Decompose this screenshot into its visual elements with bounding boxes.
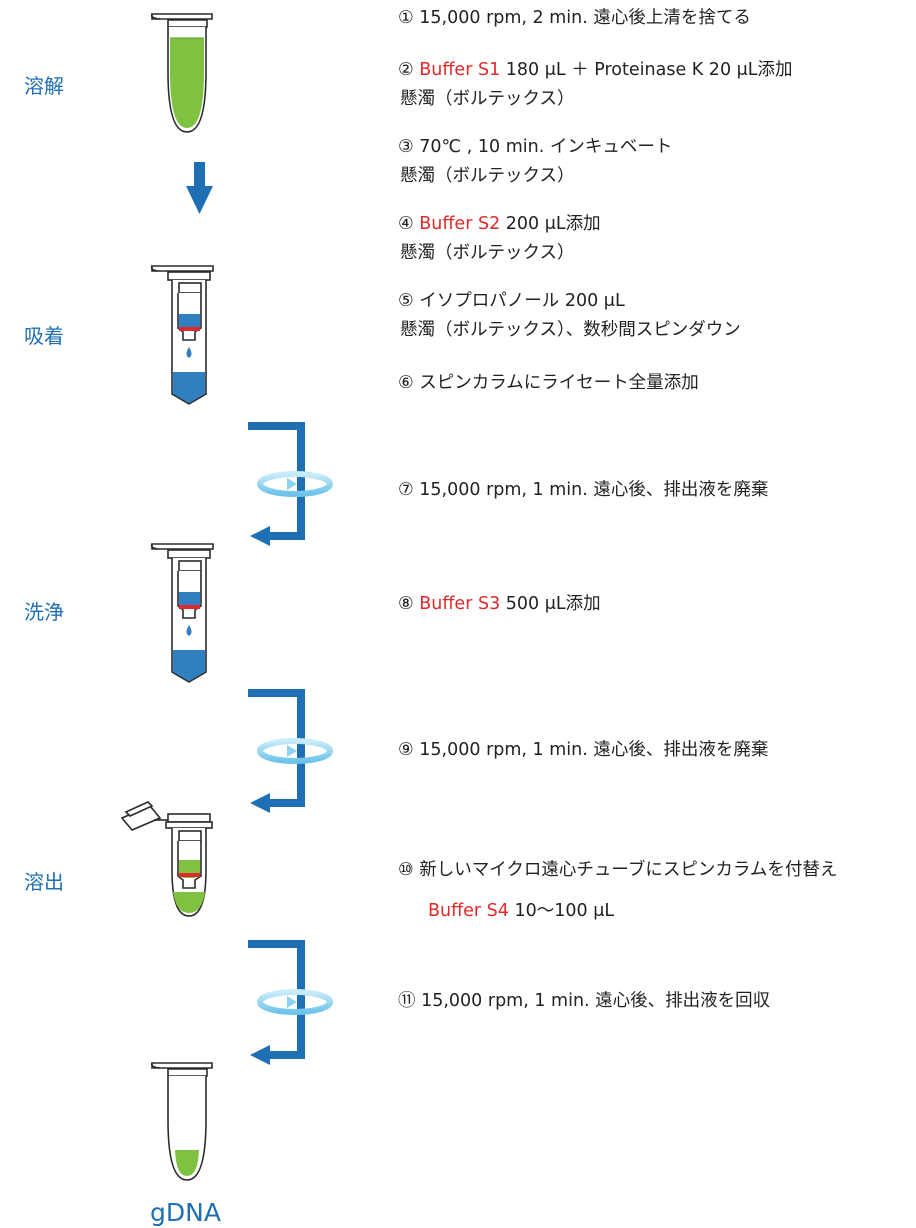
step-number: ⑧ (398, 594, 414, 614)
stage-label-wash: 洗浄 (24, 600, 64, 624)
centrifuge-icon (248, 940, 333, 1065)
stage-label-elution: 溶出 (24, 870, 64, 894)
step-text: 10〜100 μL (514, 901, 615, 921)
step-text: イソプロパノール 200 μL (419, 291, 625, 311)
step-number: ⑤ (398, 291, 414, 311)
step-5: ⑤ イソプロパノール 200 μL 懸濁（ボルテックス）、数秒間スピンダウン (398, 287, 741, 345)
reagent-name: Buffer S2 (419, 214, 501, 234)
centrifuge-icon (248, 422, 333, 546)
step-text: 懸濁（ボルテックス）、数秒間スピンダウン (400, 320, 741, 340)
gdna-tube-icon (150, 1062, 213, 1181)
step-3: ③ 70℃ , 10 min. インキュベート 懸濁（ボルテックス） (398, 133, 672, 191)
step-text: 15,000 rpm, 1 min. 遠心後、排出液を廃棄 (419, 740, 769, 760)
stage-label-lysis: 溶解 (24, 74, 64, 98)
step-text: 15,000 rpm, 1 min. 遠心後、排出液を廃棄 (419, 480, 769, 500)
lysis-tube-icon (150, 13, 213, 133)
step-number: ⑪ (398, 991, 416, 1011)
step-text: 15,000 rpm, 1 min. 遠心後、排出液を回収 (421, 991, 771, 1011)
step-text: 70℃ , 10 min. インキュベート (419, 137, 673, 157)
product-label: gDNA (150, 1198, 221, 1227)
step-text: 180 μL ＋ Proteinase K 20 μL添加 (505, 60, 793, 80)
reagent-name: Buffer S3 (419, 594, 501, 614)
step-number: ⑨ (398, 740, 414, 760)
reagent-name: Buffer S4 (428, 901, 509, 921)
step-6: ⑥ スピンカラムにライセート全量添加 (398, 369, 699, 398)
step-8: ⑧ Buffer S3 500 μL添加 (398, 590, 601, 619)
step-7: ⑦ 15,000 rpm, 1 min. 遠心後、排出液を廃棄 (398, 476, 768, 505)
step-number: ② (398, 60, 414, 80)
step-number: ⑩ (398, 860, 414, 880)
step-text: 200 μL添加 (505, 214, 601, 234)
binding-spin-column-icon (150, 265, 214, 405)
step-number: ⑥ (398, 373, 414, 393)
wash-spin-column-icon (150, 543, 214, 683)
step-number: ③ (398, 137, 414, 157)
step-10: ⑩ 新しいマイクロ遠心チューブにスピンカラムを付替え (398, 856, 837, 885)
elution-tube-icon (120, 801, 213, 917)
step-11: ⑪ 15,000 rpm, 1 min. 遠心後、排出液を回収 (398, 987, 770, 1016)
reagent-name: Buffer S1 (419, 60, 501, 80)
step-4: ④ Buffer S2 200 μL添加 懸濁（ボルテックス） (398, 210, 601, 268)
step-number: ④ (398, 214, 414, 234)
step-text: スピンカラムにライセート全量添加 (419, 373, 699, 393)
step-1: ① 15,000 rpm, 2 min. 遠心後上清を捨てる (398, 4, 751, 33)
step-text: 懸濁（ボルテックス） (400, 89, 575, 109)
stage-label-binding: 吸着 (24, 324, 64, 348)
centrifuge-icon (248, 689, 333, 813)
step-text: 懸濁（ボルテックス） (400, 243, 575, 263)
step-number: ⑦ (398, 480, 414, 500)
step-text: 懸濁（ボルテックス） (400, 166, 575, 186)
step-text: 500 μL添加 (505, 594, 601, 614)
step-text: 15,000 rpm, 2 min. 遠心後上清を捨てる (419, 8, 751, 28)
step-text: 新しいマイクロ遠心チューブにスピンカラムを付替え (419, 860, 838, 880)
step-9: ⑨ 15,000 rpm, 1 min. 遠心後、排出液を廃棄 (398, 736, 768, 765)
step-2: ② Buffer S1 180 μL ＋ Proteinase K 20 μL添… (398, 56, 793, 114)
step-number: ① (398, 8, 414, 28)
down-arrow-icon (186, 162, 213, 214)
step-10-sub: Buffer S4 10〜100 μL (428, 897, 614, 926)
